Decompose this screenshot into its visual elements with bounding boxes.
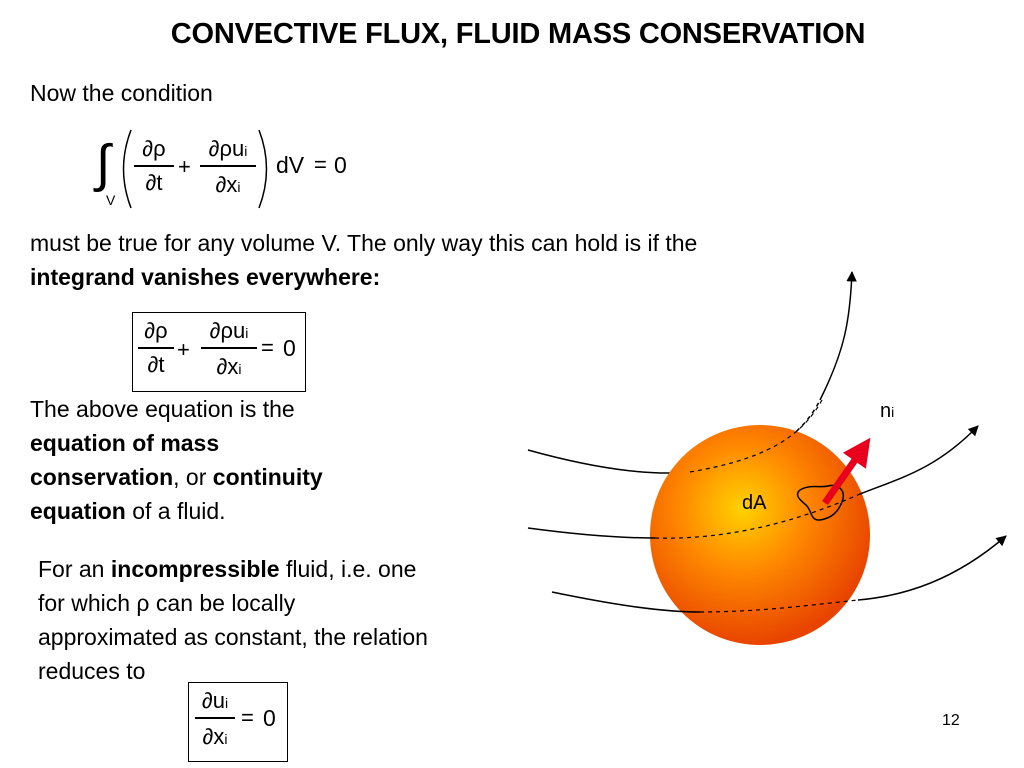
incompressible-line1: For an incompressible fluid, i.e. one (38, 556, 417, 582)
normal-vector-arrow (822, 437, 871, 506)
sphere (650, 425, 870, 645)
streamline-1-exit (819, 270, 857, 401)
integral-term1: ∂ρ ∂t (134, 136, 174, 196)
streamline-2 (527, 527, 656, 539)
continuity-term2-numerator: ∂ρui (209, 318, 249, 343)
continuity-term1-numerator: ∂ρ (144, 318, 168, 343)
streamline-3-inside (699, 599, 859, 613)
incompressible-rhs: 0 (263, 705, 276, 731)
continuity-term1-denominator: ∂t (147, 352, 165, 377)
left-paren-icon (122, 129, 132, 209)
integral-dV: dV (276, 152, 305, 178)
continuity-term2-denominator: ∂xi (216, 354, 242, 379)
mass-conservation-line2: equation of mass (30, 430, 220, 456)
integral-equals: = (314, 152, 327, 177)
slide-title: CONVECTIVE FLUX, FLUID MASS CONSERVATION (170, 18, 866, 50)
continuity-rhs: 0 (283, 335, 296, 361)
area-label: dA (742, 492, 767, 514)
incompressible-denominator: ∂xi (202, 724, 228, 749)
streamline-1-inside (689, 399, 823, 473)
paragraph-incompressible: For an incompressible fluid, i.e. one fo… (38, 552, 428, 688)
continuity-term2: ∂ρui ∂xi (201, 318, 257, 382)
normal-label: ni (880, 400, 895, 422)
fraction-bar (134, 165, 174, 167)
incompressible-line3: approximated as constant, the relation (38, 624, 428, 650)
incompressible-equals: = (241, 705, 254, 730)
streamline-3 (551, 591, 701, 613)
incompressible-line4: reduces to (38, 658, 146, 684)
mass-conservation-line3: conservation, or continuity (30, 464, 323, 490)
integral-term2-numerator: ∂ρui (208, 136, 248, 161)
area-patch-icon (796, 484, 844, 521)
integral-term1-numerator: ∂ρ (142, 136, 166, 161)
fraction-bar (200, 165, 256, 167)
fraction-bar (138, 347, 174, 349)
incompressible-line2: for which ρ can be locally (38, 590, 296, 616)
paragraph-mass-conservation: The above equation is the equation of ma… (30, 392, 323, 528)
fraction-bar (201, 347, 257, 349)
incompressible-fraction: ∂ui ∂xi (195, 688, 235, 752)
continuity-plus: + (177, 337, 190, 362)
integral-term2: ∂ρui ∂xi (200, 136, 256, 200)
paragraph-volume-line1: must be true for any volume V. The only … (30, 230, 698, 256)
continuity-equation-box: ∂ρ ∂t + ∂ρui ∂xi = 0 (132, 312, 306, 392)
integral-plus: + (178, 154, 191, 179)
integral-sign: ∫ (96, 135, 111, 193)
continuity-equals: = (261, 335, 274, 360)
streamline-3-exit (857, 535, 1007, 601)
integral-term1-denominator: ∂t (145, 170, 163, 195)
incompressible-equation-box: ∂ui ∂xi = 0 (188, 682, 288, 762)
streamline-2-inside (654, 493, 861, 539)
paragraph-volume-line2: integrand vanishes everywhere: (30, 264, 381, 290)
integral-rhs: 0 (334, 152, 347, 178)
paragraph-volume: must be true for any volume V. The only … (30, 226, 697, 294)
mass-conservation-line1: The above equation is the (30, 396, 295, 422)
integral-term2-denominator: ∂xi (215, 172, 241, 197)
streamline-2-exit (859, 425, 979, 495)
mass-conservation-line4: equation of a fluid. (30, 498, 226, 524)
right-paren-icon (258, 129, 268, 209)
integral-equation: ∫ V ∂ρ ∂t + ∂ρui ∂xi dV = 0 (96, 124, 356, 214)
intro-text: Now the condition (30, 80, 213, 106)
page-number: 12 (942, 712, 960, 729)
fraction-bar (195, 717, 235, 719)
incompressible-numerator: ∂ui (201, 688, 229, 713)
continuity-term1: ∂ρ ∂t (138, 318, 174, 378)
integral-lower-limit: V (106, 192, 116, 208)
